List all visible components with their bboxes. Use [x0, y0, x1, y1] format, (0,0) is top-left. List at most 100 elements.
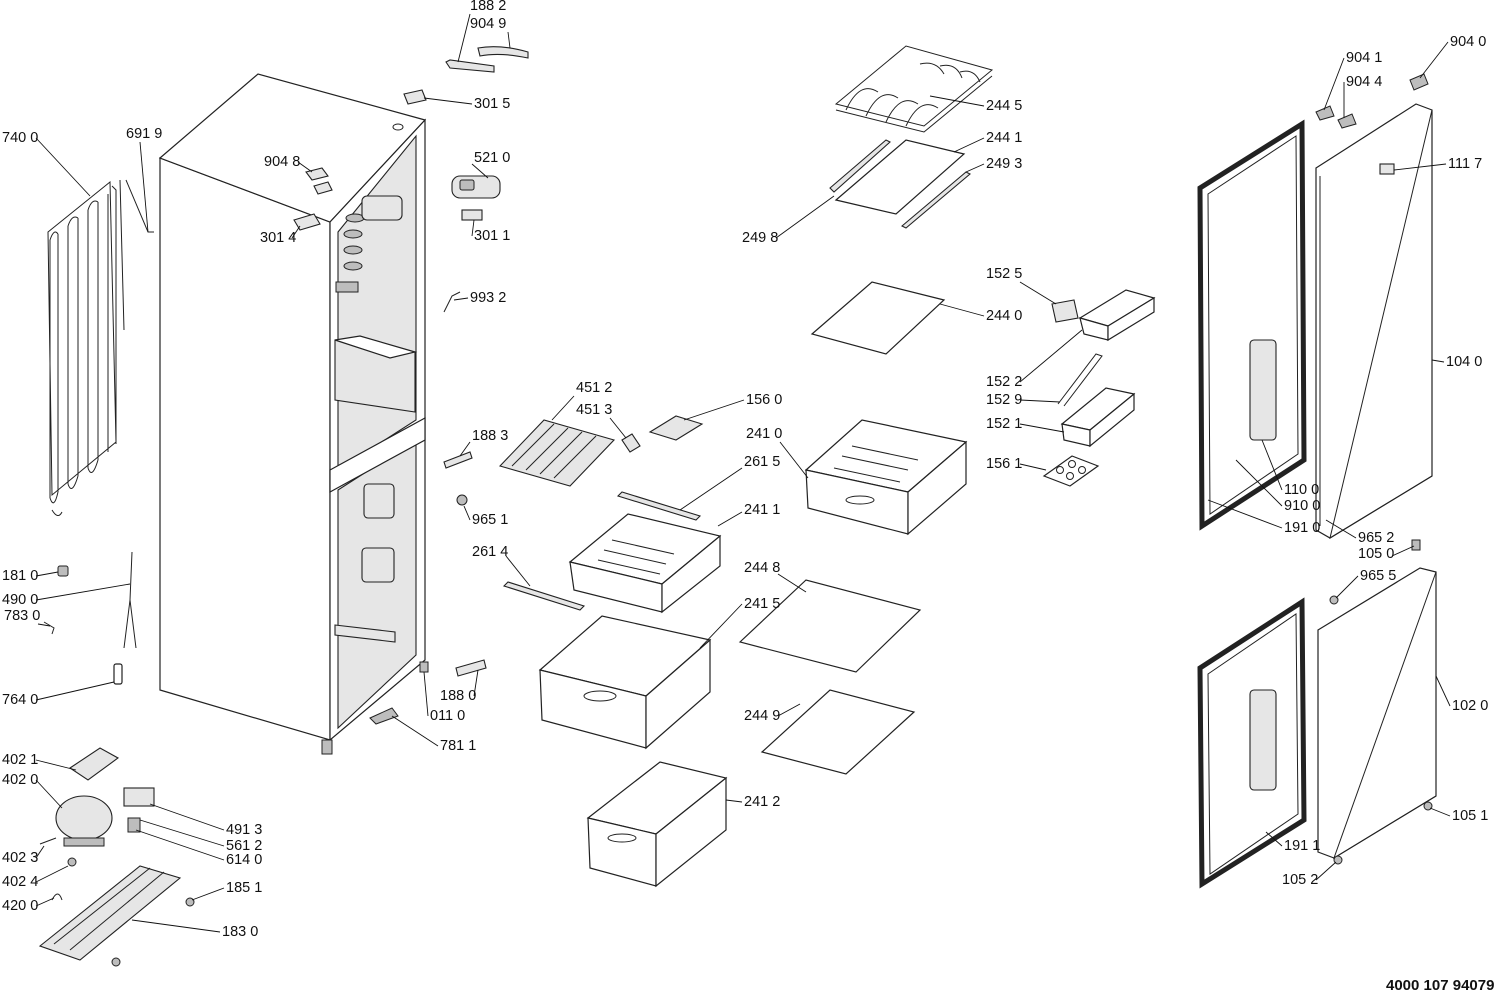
leader-line-904-0 — [1419, 41, 1449, 79]
part-label-781-1: 781 1 — [440, 738, 476, 754]
part-label-402-3: 402 3 — [2, 850, 38, 866]
part-label-490-0: 490 0 — [2, 592, 38, 608]
leader-line-185-1 — [191, 887, 225, 901]
leader-lines — [35, 13, 1451, 933]
part-label-261-5: 261 5 — [744, 454, 780, 470]
leader-line-301-5 — [423, 97, 473, 105]
part-label-402-4: 402 4 — [2, 874, 38, 890]
part-label-764-0: 764 0 — [2, 692, 38, 708]
part-label-691-9: 691 9 — [126, 126, 162, 142]
leader-line-241-2 — [725, 799, 743, 803]
part-label-402-0: 402 0 — [2, 772, 38, 788]
part-label-152-5: 152 5 — [986, 266, 1022, 282]
leader-line-244-1 — [953, 137, 985, 153]
leader-line-965-2 — [1325, 519, 1357, 539]
leader-line-156-1 — [1019, 463, 1047, 471]
part-label-244-1: 244 1 — [986, 130, 1022, 146]
part-label-191-0: 191 0 — [1284, 520, 1320, 536]
leader-line-561-2 — [139, 819, 225, 847]
part-label-904-4: 904 4 — [1346, 74, 1382, 90]
leader-line-188-3 — [459, 441, 471, 457]
leader-line-105-1 — [1429, 807, 1451, 817]
leader-line-521-0 — [471, 163, 489, 179]
part-label-111-7: 111 7 — [1448, 156, 1482, 172]
part-label-105-2: 105 2 — [1282, 872, 1318, 888]
part-label-904-1: 904 1 — [1346, 50, 1382, 66]
leader-line-904-1 — [1323, 57, 1345, 111]
leader-line-904-9 — [507, 31, 511, 49]
leader-line-111-7 — [1393, 163, 1447, 171]
part-label-152-2: 152 2 — [986, 374, 1022, 390]
part-label-011-0: 011 0 — [430, 708, 465, 724]
part-label-249-8: 249 8 — [742, 230, 778, 246]
part-label-521-0: 521 0 — [474, 150, 510, 166]
condenser-coil — [47, 179, 154, 516]
leader-line-152-5 — [1019, 281, 1057, 305]
leader-line-402-4 — [35, 865, 69, 883]
part-label-904-9: 904 9 — [470, 16, 506, 32]
leader-line-764-0 — [35, 681, 115, 701]
leader-line-402-0 — [35, 779, 63, 809]
leader-line-965-1 — [463, 505, 471, 521]
part-label-156-0: 156 0 — [746, 392, 782, 408]
leader-line-420-0 — [35, 897, 55, 907]
leader-line-249-8 — [775, 195, 835, 239]
leader-line-910-0 — [1235, 459, 1283, 507]
part-label-188-3: 188 3 — [472, 428, 508, 444]
part-label-185-1: 185 1 — [226, 880, 262, 896]
leader-line-301-4 — [291, 225, 301, 239]
leader-line-152-2 — [1019, 329, 1083, 383]
part-label-910-0: 910 0 — [1284, 498, 1320, 514]
leader-line-181-0 — [35, 571, 59, 577]
leader-line-740-0 — [35, 137, 91, 197]
part-label-783-0: 783 0 — [4, 608, 40, 624]
leader-line-191-1 — [1265, 831, 1283, 847]
part-label-152-9: 152 9 — [986, 392, 1022, 408]
part-label-244-9: 244 9 — [744, 708, 780, 724]
leader-line-451-2 — [551, 395, 575, 421]
part-label-244-0: 244 0 — [986, 308, 1022, 324]
part-label-965-5: 965 5 — [1360, 568, 1396, 584]
part-label-105-1: 105 1 — [1452, 808, 1488, 824]
leader-line-261-5 — [679, 467, 743, 511]
part-label-451-2: 451 2 — [576, 380, 612, 396]
leader-line-249-3 — [965, 163, 985, 173]
part-label-965-2: 965 2 — [1358, 530, 1394, 546]
leader-line-490-0 — [35, 583, 131, 601]
leader-line-191-0 — [1207, 499, 1283, 529]
leader-line-965-5 — [1335, 575, 1359, 599]
leader-line-110-0 — [1261, 439, 1283, 491]
leader-line-105-2 — [1315, 861, 1337, 881]
leader-line-152-9 — [1019, 399, 1061, 403]
leader-line-781-1 — [391, 715, 439, 747]
leader-line-152-1 — [1019, 423, 1065, 433]
fridge-shelves — [738, 45, 994, 775]
door-bins — [1042, 289, 1156, 487]
leader-line-244-8 — [777, 573, 807, 593]
part-label-241-1: 241 1 — [744, 502, 780, 518]
part-label-993-2: 993 2 — [470, 290, 506, 306]
leader-line-188-2 — [457, 13, 471, 63]
hinges — [369, 451, 487, 725]
leader-line-301-1 — [471, 219, 475, 237]
part-label-241-5: 241 5 — [744, 596, 780, 612]
part-label-491-3: 491 3 — [226, 822, 262, 838]
leader-line-402-3 — [35, 845, 45, 859]
leader-line-156-0 — [683, 399, 745, 421]
part-label-904-8: 904 8 — [264, 154, 300, 170]
leader-line-993-2 — [453, 297, 469, 301]
leader-line-451-3 — [609, 417, 627, 439]
leader-line-244-9 — [777, 703, 801, 717]
leader-line-241-0 — [779, 441, 809, 479]
compressor-parts — [38, 551, 195, 967]
part-label-188-0: 188 0 — [440, 688, 476, 704]
leader-line-244-0 — [939, 303, 985, 317]
document-code: 4000 107 94079 — [1386, 977, 1494, 994]
part-label-183-0: 183 0 — [222, 924, 258, 940]
part-label-241-0: 241 0 — [746, 426, 782, 442]
part-label-614-0: 614 0 — [226, 852, 262, 868]
part-label-965-1: 965 1 — [472, 512, 508, 528]
part-label-402-1: 402 1 — [2, 752, 38, 768]
part-label-191-1: 191 1 — [1284, 838, 1320, 854]
